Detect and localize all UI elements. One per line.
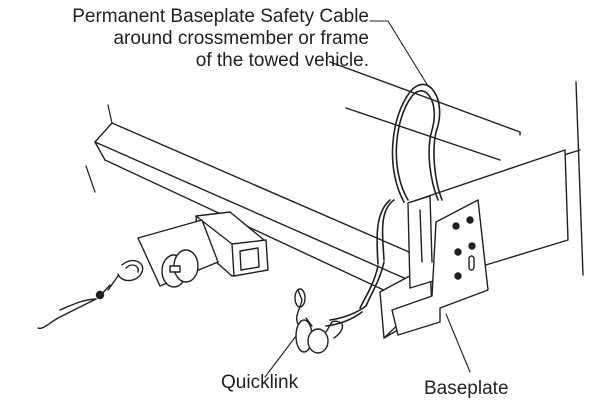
baseplate-bracket	[391, 199, 489, 336]
cable-callout: Permanent Baseplate Safety Cable around …	[72, 6, 369, 72]
cable-callout-line-2: around crossmember or frame	[113, 28, 369, 49]
quicklink-label: Quicklink	[221, 372, 299, 393]
receiver-adapter	[195, 211, 269, 277]
baseplate-box	[407, 149, 569, 289]
vehicle-crossmember	[329, 61, 521, 161]
shank	[137, 219, 219, 288]
cable-leader-line	[369, 20, 429, 87]
baseplate-label: Baseplate	[424, 378, 509, 399]
cable-callout-line-1: Permanent Baseplate Safety Cable	[72, 6, 369, 27]
baseplate-leader-line	[445, 313, 471, 373]
cable-callout-line-3: of the towed vehicle.	[195, 50, 369, 71]
safety-hook	[37, 259, 144, 330]
quicklink-leader-line	[264, 335, 297, 378]
tow-bar	[85, 104, 433, 319]
leader-lines	[264, 20, 471, 378]
quicklink-shapes	[294, 288, 344, 354]
